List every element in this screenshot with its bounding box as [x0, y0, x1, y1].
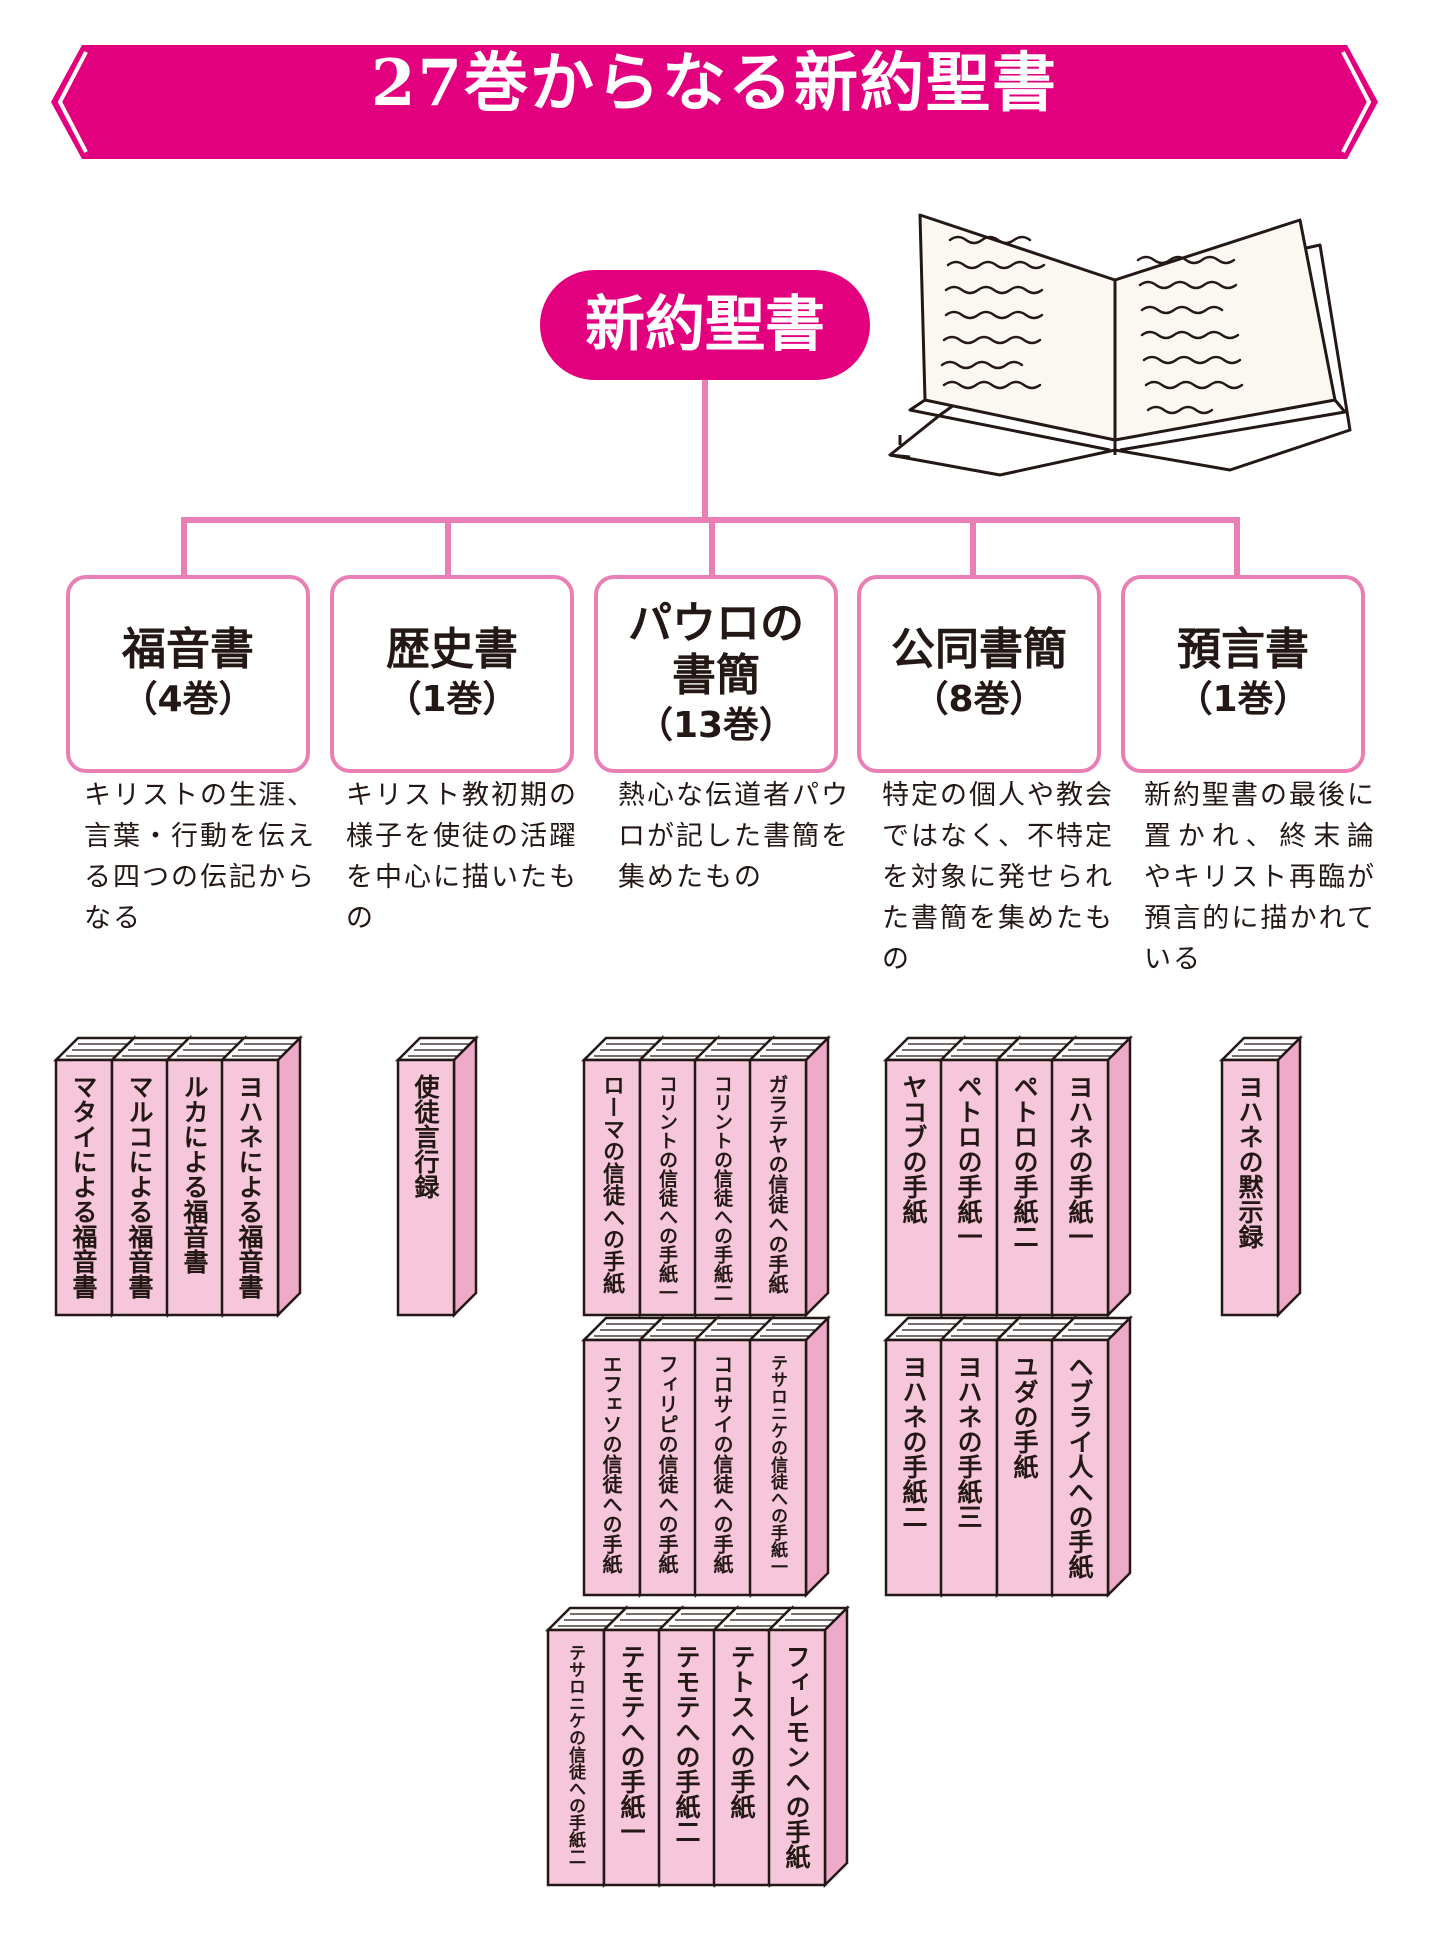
- book-title: コロサイの信徒への手紙: [710, 1354, 734, 1574]
- category-name: 福音書: [122, 624, 254, 675]
- book-title: ヨハネによる福音書: [235, 1074, 264, 1299]
- description-gospels: キリストの生涯、言葉・行動を伝える四つの伝記からなる: [84, 780, 316, 934]
- book-side: [823, 1604, 849, 1889]
- category-pauline-epistles: パウロの 書簡 （13巻）: [594, 575, 838, 773]
- category-gospels: 福音書 （4巻）: [66, 575, 310, 773]
- category-count: （13巻）: [636, 705, 796, 746]
- book: [746, 1034, 832, 1319]
- book-title: マタイによる福音書: [69, 1074, 98, 1299]
- book: [394, 1034, 480, 1319]
- book-spine: [220, 1058, 280, 1317]
- book-title: テモテへの手紙二: [672, 1644, 701, 1844]
- book-title: ユダの手紙: [1010, 1354, 1039, 1479]
- banner-left-chevron: [57, 51, 88, 153]
- open-book-illustration: [888, 213, 1352, 477]
- book-spine: [638, 1058, 698, 1317]
- book-spine: [748, 1338, 808, 1597]
- book-spine: [582, 1058, 642, 1317]
- book-spine: [884, 1338, 944, 1597]
- book: [1048, 1314, 1134, 1599]
- book-title: ヨハネの手紙三: [954, 1354, 983, 1529]
- category-name: 歴史書: [386, 624, 518, 675]
- book-spine: [1050, 1058, 1110, 1317]
- book-spine: [110, 1058, 170, 1317]
- book-spine: [54, 1058, 114, 1317]
- book-title: ヨハネの手紙二: [899, 1354, 928, 1529]
- book-spine: [657, 1628, 717, 1887]
- book-spine: [396, 1058, 456, 1317]
- book-spine: [767, 1628, 827, 1887]
- description-general-epistles: 特定の個人や教会ではなく、不特定を対象に発せられた書簡を集めたもの: [882, 780, 1114, 975]
- description-prophecy: 新約聖書の最後に置かれ、終末論やキリスト再臨が預言的に描かれている: [1144, 780, 1376, 975]
- book-title: フィレモンへの手紙: [782, 1644, 811, 1869]
- book: [746, 1314, 832, 1599]
- book-side: [1106, 1314, 1132, 1599]
- category-general-epistles: 公同書簡 （8巻）: [857, 575, 1101, 773]
- root-node: 新約聖書: [540, 270, 870, 380]
- book-side: [1276, 1034, 1302, 1319]
- book-spine: [546, 1628, 606, 1887]
- category-count: （1巻）: [1176, 679, 1310, 720]
- category-name: 預言書: [1177, 624, 1309, 675]
- book-title: ガラテヤの信徒への手紙: [765, 1074, 789, 1294]
- category-count: （4巻）: [121, 679, 255, 720]
- book: [1218, 1034, 1304, 1319]
- book-spine: [1050, 1338, 1110, 1597]
- book-title: テサロニケの信徒への手紙二: [565, 1644, 585, 1865]
- book-title: ペトロの手紙一: [954, 1074, 983, 1249]
- book: [218, 1034, 304, 1319]
- book-spine: [165, 1058, 225, 1317]
- page-title: 27巻からなる新約聖書: [370, 46, 1059, 121]
- description-history: キリスト教初期の様子を使徒の活躍を中心に描いたもの: [346, 780, 578, 934]
- category-name: 公同書簡: [891, 624, 1067, 675]
- book-title: フィリピの信徒への手紙: [655, 1354, 679, 1574]
- book: [882, 1314, 968, 1599]
- book-spine: [1220, 1058, 1280, 1317]
- category-name-line-1: パウロの: [628, 598, 804, 649]
- book-title: ペトロの手紙二: [1010, 1074, 1039, 1249]
- book: [765, 1604, 851, 1889]
- book-title: ルカによる福音書: [180, 1074, 209, 1274]
- tree-connectors: [181, 380, 1240, 575]
- category-name-line-2: 書簡: [672, 650, 760, 701]
- book-title: テサロニケの信徒への手紙一: [767, 1354, 787, 1575]
- book-spine: [995, 1338, 1055, 1597]
- book-title: 使徒言行録: [411, 1074, 440, 1199]
- book-title: マルコによる福音書: [125, 1074, 154, 1299]
- description-pauline-epistles: 熱心な伝道者パウロが記した書簡を集めたもの: [618, 780, 850, 893]
- book-title: テトスへの手紙: [727, 1644, 756, 1819]
- book-spine: [748, 1058, 808, 1317]
- book-title: ヨハネの手紙一: [1065, 1074, 1094, 1249]
- book-spine: [939, 1058, 999, 1317]
- book-title: ヘブライ人への手紙: [1065, 1354, 1094, 1579]
- book-spine: [712, 1628, 772, 1887]
- banner-shape: [51, 45, 1378, 159]
- category-prophecy: 預言書 （1巻）: [1121, 575, 1365, 773]
- book-side: [276, 1034, 302, 1319]
- category-count: （1巻）: [385, 679, 519, 720]
- book-title: ヨハネの黙示録: [1235, 1074, 1264, 1249]
- book: [1048, 1034, 1134, 1319]
- book-side: [804, 1314, 830, 1599]
- book-title: ローマの信徒への手紙: [599, 1074, 624, 1294]
- book-spine: [939, 1338, 999, 1597]
- book-title: コリントの信徒への手紙一: [656, 1074, 678, 1302]
- book-side: [804, 1034, 830, 1319]
- book-title: コリントの信徒への手紙二: [711, 1074, 733, 1302]
- category-count: （8巻）: [912, 679, 1046, 720]
- book-spine: [602, 1628, 662, 1887]
- book-spine: [693, 1338, 753, 1597]
- book-side: [452, 1034, 478, 1319]
- title-banner: [51, 45, 1378, 159]
- book-side: [1106, 1034, 1132, 1319]
- banner-right-chevron: [1341, 51, 1372, 153]
- book-title: ヤコブの手紙: [899, 1074, 928, 1224]
- book-spine: [638, 1338, 698, 1597]
- category-history: 歴史書 （1巻）: [330, 575, 574, 773]
- book-title: テモテへの手紙一: [617, 1644, 646, 1844]
- book-title: エフェソの信徒への手紙: [599, 1354, 623, 1574]
